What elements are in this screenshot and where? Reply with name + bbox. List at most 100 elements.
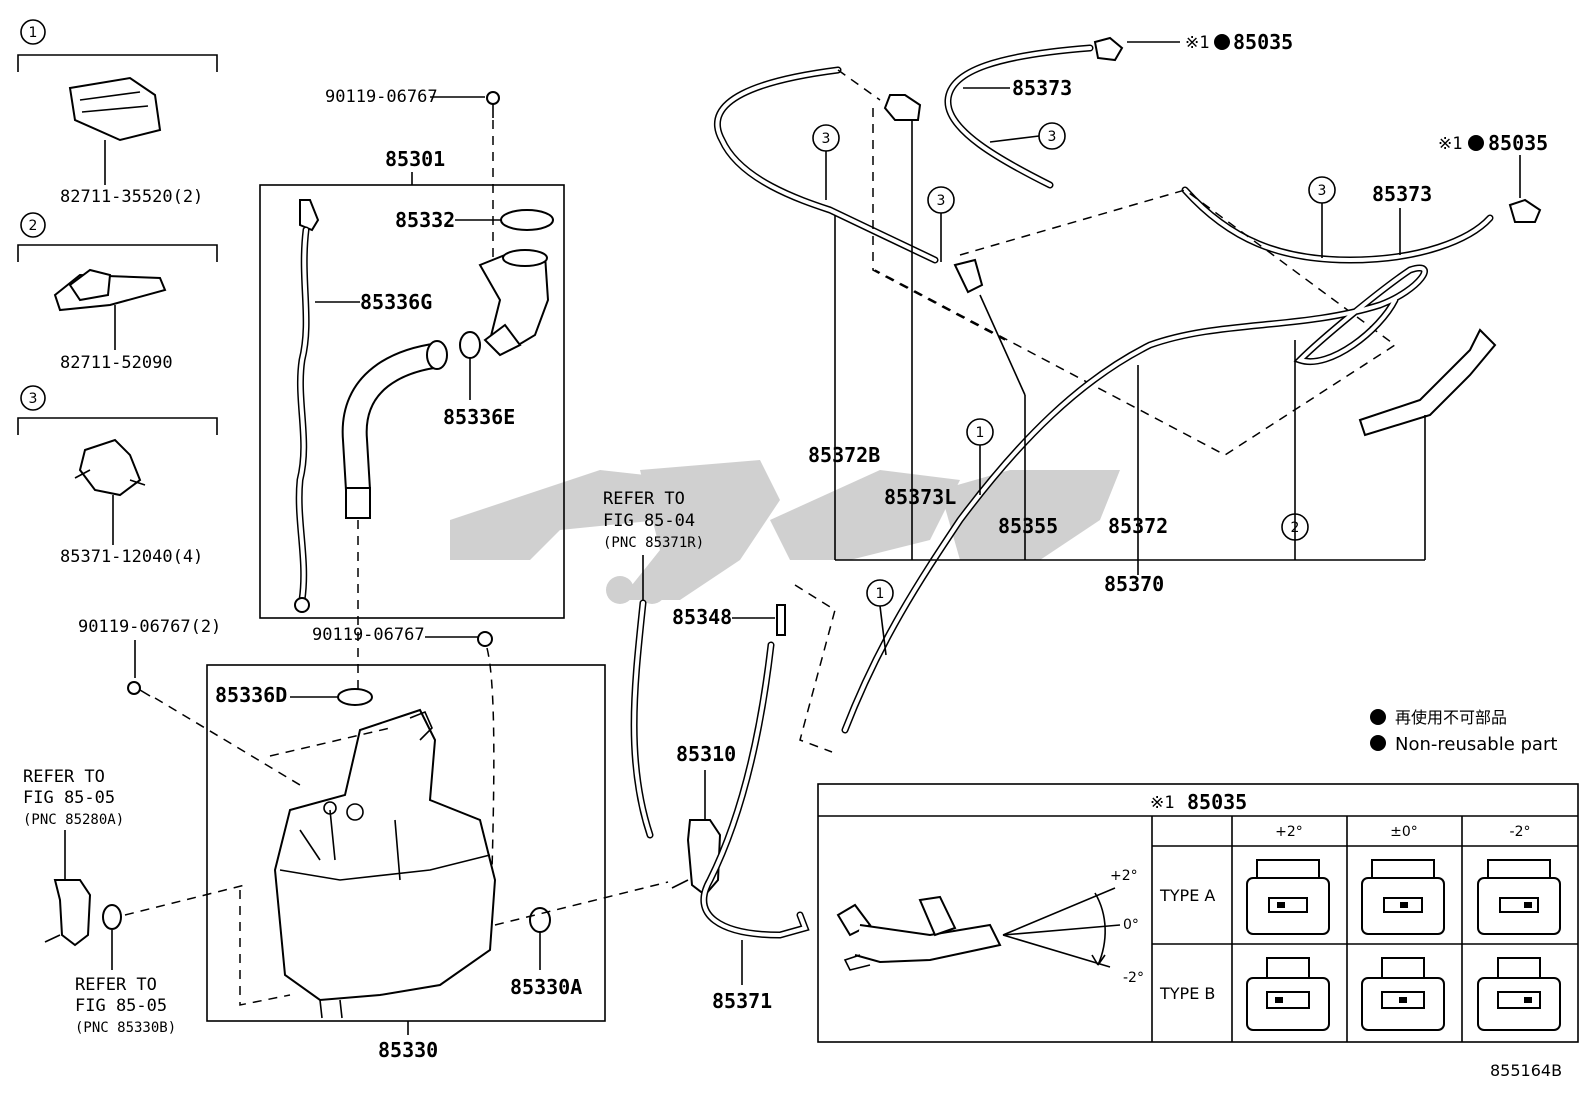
callout-3: 3 <box>29 391 38 407</box>
part-85355-label: 85355 <box>998 514 1058 538</box>
ref-mid-line1: REFER TO <box>603 489 685 509</box>
filler-neck-icon <box>478 249 550 357</box>
type-a-icons <box>1246 859 1561 935</box>
figure-id: 855164B <box>1490 1061 1562 1080</box>
legend-dot-jp <box>1370 709 1386 725</box>
table-title-pn: 85035 <box>1187 790 1247 814</box>
clip-3-part-number: 85371-12040(4) <box>60 547 203 567</box>
non-reusable-dot-right <box>1468 135 1484 151</box>
bolt-top-icon <box>486 91 500 118</box>
angle-zero-label: 0° <box>1123 917 1139 933</box>
clip-1-icon <box>68 76 162 142</box>
joint-85355-icon <box>953 258 984 294</box>
pump-85310-icon <box>671 819 722 897</box>
svg-text:1: 1 <box>876 586 885 602</box>
ref-mid-line3: (PNC 85371R) <box>603 535 704 551</box>
clip-3-icon <box>74 438 146 497</box>
part-85370-label: 85370 <box>1104 572 1164 596</box>
type-b-minus-icon <box>1477 957 1561 1031</box>
part-85330-label: 85330 <box>378 1038 438 1062</box>
hose-callout-3c: 3 <box>927 186 955 262</box>
col-zero: ±0° <box>1390 824 1418 840</box>
legend: 再使用不可部品 Non-reusable part <box>1370 708 1557 755</box>
part-85336D-label: 85336D <box>215 683 287 707</box>
type-b-plus-icon <box>1246 957 1330 1031</box>
row-type-b: TYPE B <box>1159 984 1215 1003</box>
ref-mid-line2: FIG 85-04 <box>603 511 695 531</box>
part-85348-label: 85348 <box>672 605 732 629</box>
ref-left1-line1: REFER TO <box>23 767 105 787</box>
hose-callout-1a: 1 <box>966 418 994 495</box>
svg-text:2: 2 <box>1291 520 1300 536</box>
nozzle-top-icon <box>883 94 922 121</box>
dipstick-icon <box>294 199 320 613</box>
hose-callout-2: 2 <box>1281 513 1309 541</box>
ref-left2-line2: FIG 85-05 <box>75 996 167 1016</box>
left-pump-icon <box>44 879 122 947</box>
hose-callout-3d: 3 <box>1308 176 1336 258</box>
svg-text:1: 1 <box>976 425 985 441</box>
clip-1-part-number: 82711-35520(2) <box>60 187 203 207</box>
clip-2-part-number: 82711-52090 <box>60 353 173 373</box>
type-a-plus-icon <box>1246 859 1330 935</box>
grommet-85336D-icon <box>337 688 373 706</box>
clip-panel-1: 1 82711-35520(2) <box>17 19 218 207</box>
bracket-icon <box>1358 328 1497 437</box>
ref-left2-line3: (PNC 85330B) <box>75 1020 176 1036</box>
washer-tank-icon <box>273 708 497 1019</box>
note-mark-top: ※1 <box>1185 33 1209 53</box>
part-85336E-label: 85336E <box>443 405 515 429</box>
connector-85348-icon <box>776 604 786 636</box>
part-85373-right-label: 85373 <box>1372 182 1432 206</box>
part-85330-box <box>206 664 606 1022</box>
svg-text:3: 3 <box>1318 183 1327 199</box>
part-85371-label: 85371 <box>712 989 772 1013</box>
hose-callout-3b: 3 <box>989 122 1066 150</box>
legend-en: Non-reusable part <box>1395 734 1557 755</box>
callout-2: 2 <box>29 218 38 234</box>
part-85301-box <box>259 184 565 619</box>
cap-icon <box>500 209 554 231</box>
part-85035-top-label: 85035 <box>1233 30 1293 54</box>
part-85330A-label: 85330A <box>510 975 582 999</box>
bolt-left-icon <box>127 681 151 697</box>
filler-pipe-assembly: 90119-06767 85301 85336G 85332 <box>259 87 565 690</box>
part-85336G-label: 85336G <box>360 290 432 314</box>
non-reusable-dot-top <box>1214 34 1230 50</box>
clip-2-icon <box>53 268 167 312</box>
type-b-icons <box>1246 957 1561 1031</box>
nozzle-angle-table: ※1 85035 +2° ±0° -2° TYPE A TYPE B +2° 0… <box>817 783 1579 1043</box>
part-85035-right-label: 85035 <box>1488 131 1548 155</box>
hose-assembly-85370: ※1 85035 85373 ※1 85035 85373 <box>713 30 1548 734</box>
row-type-a: TYPE A <box>1159 886 1215 905</box>
type-a-zero-icon <box>1361 859 1445 935</box>
table-title-mark: ※1 <box>1150 793 1174 813</box>
callout-1: 1 <box>29 25 38 41</box>
tank-assembly: 90119-06767 85336D 85330A 85330 <box>206 625 606 1062</box>
part-85332-label: 85332 <box>395 208 455 232</box>
ref-left1-line2: FIG 85-05 <box>23 788 115 808</box>
note-mark-right: ※1 <box>1438 134 1462 154</box>
angle-minus-label: -2° <box>1123 970 1144 986</box>
gasket-85336E-icon <box>459 331 481 359</box>
clip-panel-2: 2 82711-52090 <box>17 212 218 373</box>
svg-text:3: 3 <box>1048 129 1057 145</box>
svg-text:3: 3 <box>937 193 946 209</box>
filler-hose-icon <box>341 340 448 519</box>
col-minus-2: -2° <box>1510 824 1531 840</box>
angle-plus-label: +2° <box>1110 868 1138 884</box>
nozzle-85035-top-icon <box>1093 36 1124 62</box>
bolt-left-part-number: 90119-06767(2) <box>78 617 221 637</box>
bolt-mid-icon <box>477 631 493 647</box>
legend-dot-en <box>1370 735 1386 751</box>
svg-text:3: 3 <box>822 131 831 147</box>
hose-callout-3a: 3 <box>812 124 840 200</box>
col-plus-2: +2° <box>1275 824 1303 840</box>
nozzle-85035-right-icon <box>1508 198 1542 223</box>
ref-left1-line3: (PNC 85280A) <box>23 812 124 828</box>
bolt-top-part-number: 90119-06767 <box>325 87 438 107</box>
clip-panel-3: 3 85371-12040(4) <box>17 385 218 567</box>
part-85372B-label: 85372B <box>808 443 880 467</box>
